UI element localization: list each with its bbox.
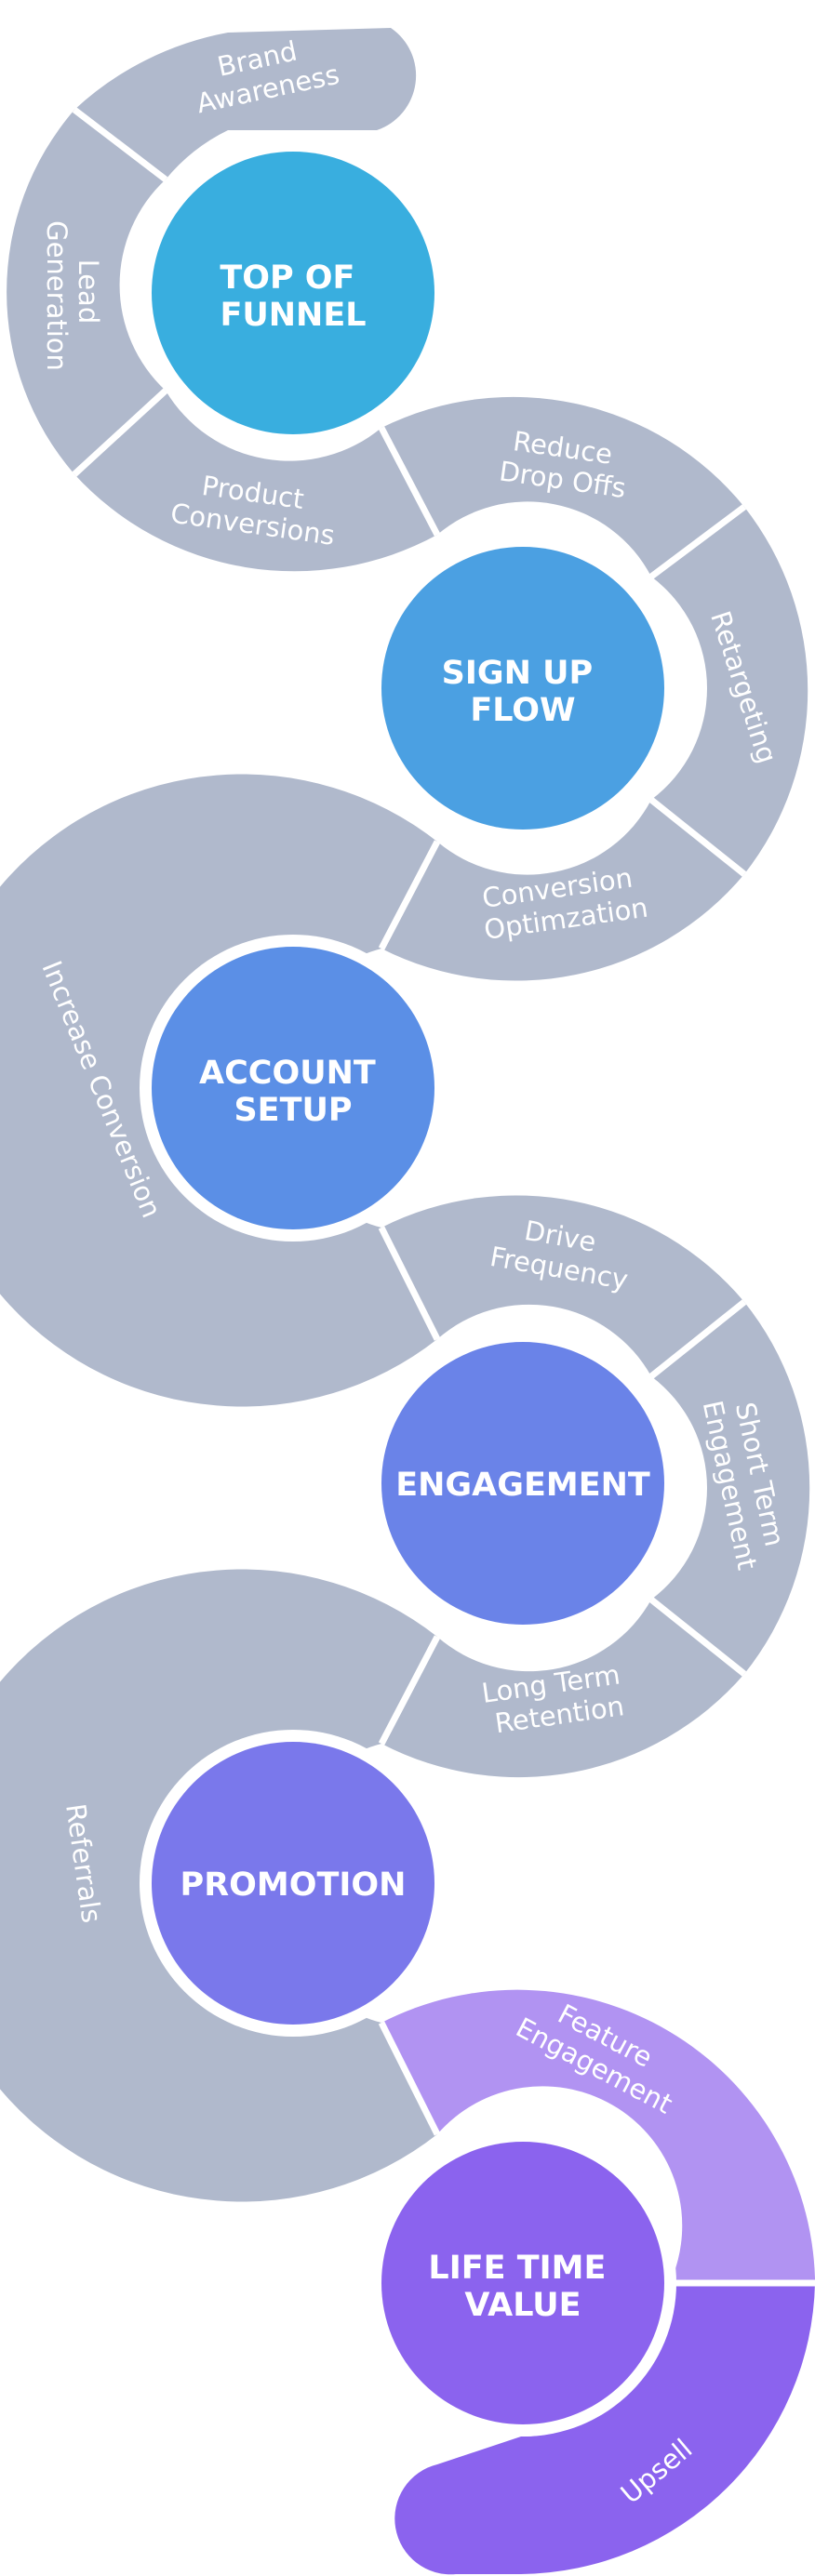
segment-upsell — [394, 2283, 815, 2575]
segment-lead-generation — [7, 110, 167, 474]
stage-title: ENGAGEMENT — [395, 1467, 650, 1504]
segment-reduce-drop-offs — [381, 396, 744, 577]
stage-circle-fill — [152, 947, 434, 1229]
stage-engagement: Drive Frequency Short Term Engagement Lo… — [369, 1195, 810, 1778]
stage-circle-fill — [381, 1342, 664, 1625]
segment-product-conversions — [74, 391, 437, 572]
stage-circle-fill — [381, 547, 664, 830]
stage-account-setup: Increase Conversion ACCOUNT SETUP — [0, 774, 447, 1407]
segment-feature-engagement — [381, 1989, 815, 2283]
stage-promotion: Referrals PROMOTION — [0, 1569, 447, 2202]
stage-life-time-value: Feature Engagement Upsell LIFE TIME VALU… — [369, 1989, 815, 2575]
segment-drive-frequency — [381, 1195, 744, 1376]
segment-short-term-engagement — [651, 1302, 810, 1674]
segment-brand-awareness — [74, 28, 417, 179]
segment-label: Lead Generation — [41, 220, 104, 371]
segment-long-term-retention — [381, 1600, 744, 1778]
stage-title: LIFE TIME VALUE — [428, 2250, 617, 2324]
stage-title: PROMOTION — [180, 1866, 407, 1904]
stage-title: ACCOUNT SETUP — [199, 1055, 387, 1129]
stage-top-of-funnel: Brand Awareness Lead Generation Product … — [7, 28, 447, 572]
stage-title: TOP OF FUNNEL — [220, 259, 366, 334]
stage-circle-fill — [152, 152, 434, 434]
stage-sign-up-flow: Reduce Drop Offs Retargeting Conversion … — [369, 396, 808, 981]
stage-circle-fill — [152, 1742, 434, 2025]
segment-retargeting — [651, 507, 808, 874]
segment-conversion-optimzation — [381, 800, 744, 981]
stage-circle-fill — [381, 2142, 664, 2424]
stage-title: SIGN UP FLOW — [442, 655, 605, 729]
